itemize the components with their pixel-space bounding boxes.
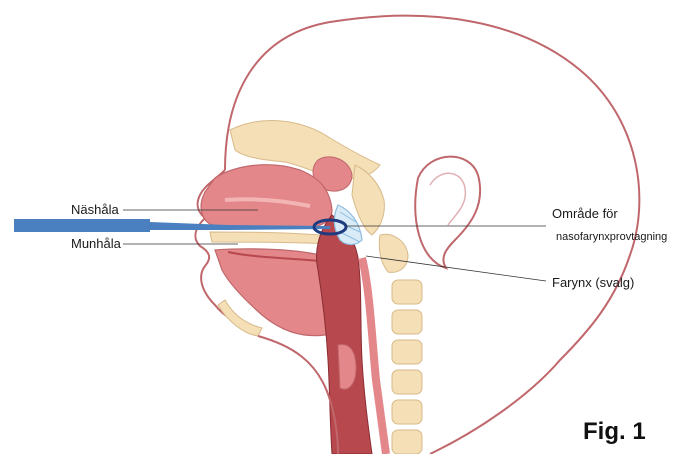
label-pharynx: Farynx (svalg): [552, 275, 634, 290]
figure-caption: Fig. 1: [583, 418, 646, 446]
label-sampling-area: Område för: [552, 206, 618, 221]
label-sampling-area-line2: nasofarynxprovtagning: [556, 231, 667, 243]
label-nasal-cavity: Näshåla: [71, 202, 119, 217]
hard-palate: [210, 232, 330, 244]
label-oral-cavity: Munhåla: [71, 236, 121, 251]
cervical-spine: [379, 234, 422, 454]
nasal-cavity: [201, 165, 332, 228]
swab-handle: [14, 219, 150, 232]
